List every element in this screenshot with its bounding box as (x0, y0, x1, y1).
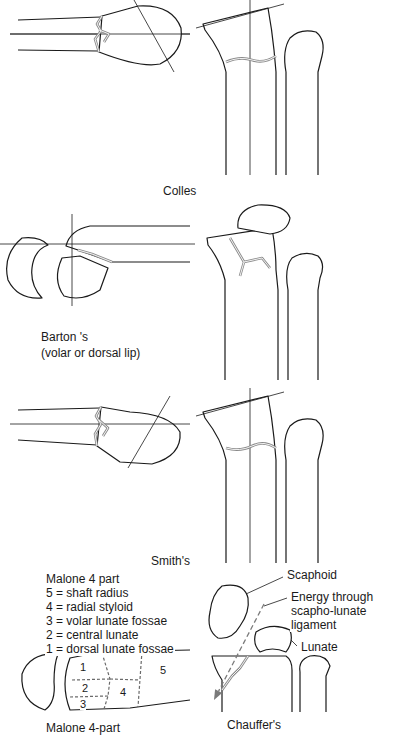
leader-line (291, 640, 297, 646)
radius-shaft (18, 408, 100, 410)
fragment-line (102, 653, 110, 709)
scaphoid (209, 585, 248, 638)
colles-ap-view (196, 0, 323, 175)
fracture-line (78, 250, 112, 262)
axis-line (250, 388, 251, 563)
fragment-line (110, 679, 140, 680)
ulna (300, 656, 330, 712)
fracture-line (226, 56, 276, 62)
fracture-name: Barton 's (40, 330, 89, 344)
barton-lateral-view (0, 214, 195, 306)
fracture-line (226, 443, 276, 449)
fragment-line (70, 696, 108, 697)
leader-line (246, 577, 283, 594)
barton-ap-view (207, 205, 323, 380)
radius (203, 396, 276, 563)
radius-shaft (18, 50, 98, 51)
smith-lateral-view (10, 396, 190, 468)
fracture-line (95, 16, 109, 52)
fracture-line (78, 250, 112, 262)
ulna (285, 31, 323, 175)
tilt-line (128, 396, 170, 468)
tilt-line (134, 0, 174, 72)
legend-heading: Malone 4 part (45, 572, 120, 586)
energy-arrow (219, 604, 264, 691)
fracture-subtitle: (volar or dorsal lip) (40, 346, 141, 360)
distal-fragment (97, 407, 180, 464)
radius (212, 656, 292, 712)
callout-number: 3 (80, 698, 86, 710)
carpal-bone (238, 205, 290, 234)
legend-item: 3 = volar lunate fossae (45, 614, 168, 628)
fracture-line (230, 238, 270, 276)
distal-radius (65, 650, 190, 710)
lunate (255, 626, 292, 652)
colles-lateral-view (10, 0, 190, 72)
legend-item: 2 = central lunate (45, 628, 139, 642)
malone-view (22, 650, 190, 710)
callout-number: 4 (120, 686, 126, 698)
leader-line (264, 598, 287, 606)
axis-line (72, 214, 73, 306)
fracture-line (95, 16, 109, 52)
distal-fragment (99, 6, 181, 65)
fracture-name: Malone 4-part (45, 721, 121, 735)
callout-number: 5 (160, 664, 166, 676)
callout-number: 1 (80, 661, 86, 673)
radius (203, 8, 276, 175)
smith-ap-view (196, 388, 323, 563)
legend-item: 5 = shaft radius (45, 586, 129, 600)
radius (207, 228, 278, 380)
inclination-line (196, 392, 284, 416)
fracture-name: Smith's (150, 554, 191, 568)
fracture-line (230, 238, 270, 276)
fragment-line (72, 679, 110, 680)
volar-lip-fragment (57, 256, 108, 298)
carpus (22, 654, 58, 710)
axis-line (0, 244, 195, 245)
fracture-line (95, 407, 108, 446)
fragment-line (138, 651, 142, 707)
styloid-fracture (222, 656, 248, 690)
arrowhead (214, 689, 222, 700)
fracture-name: Colles (162, 184, 197, 198)
annotation: Energy through scapho-lunate ligament (290, 590, 384, 632)
bone-label: Lunate (300, 640, 339, 654)
bone-label: Scaphoid (286, 568, 338, 582)
fracture-line (226, 56, 276, 62)
fracture-line (95, 407, 108, 446)
styloid-fracture (222, 656, 248, 690)
ulna (285, 419, 323, 563)
lunate (7, 238, 48, 299)
axis-line (250, 0, 251, 175)
callout-number: 2 (82, 682, 88, 694)
legend-item: 1 = dorsal lunate fossae (45, 642, 175, 656)
radius-shaft (18, 440, 97, 445)
fracture-line (226, 443, 276, 449)
radius-shaft (18, 17, 101, 20)
ulna (287, 253, 323, 380)
fracture-name: Chauffer's (226, 718, 282, 732)
legend-item: 4 = radial styloid (45, 600, 134, 614)
inclination-line (196, 4, 284, 28)
